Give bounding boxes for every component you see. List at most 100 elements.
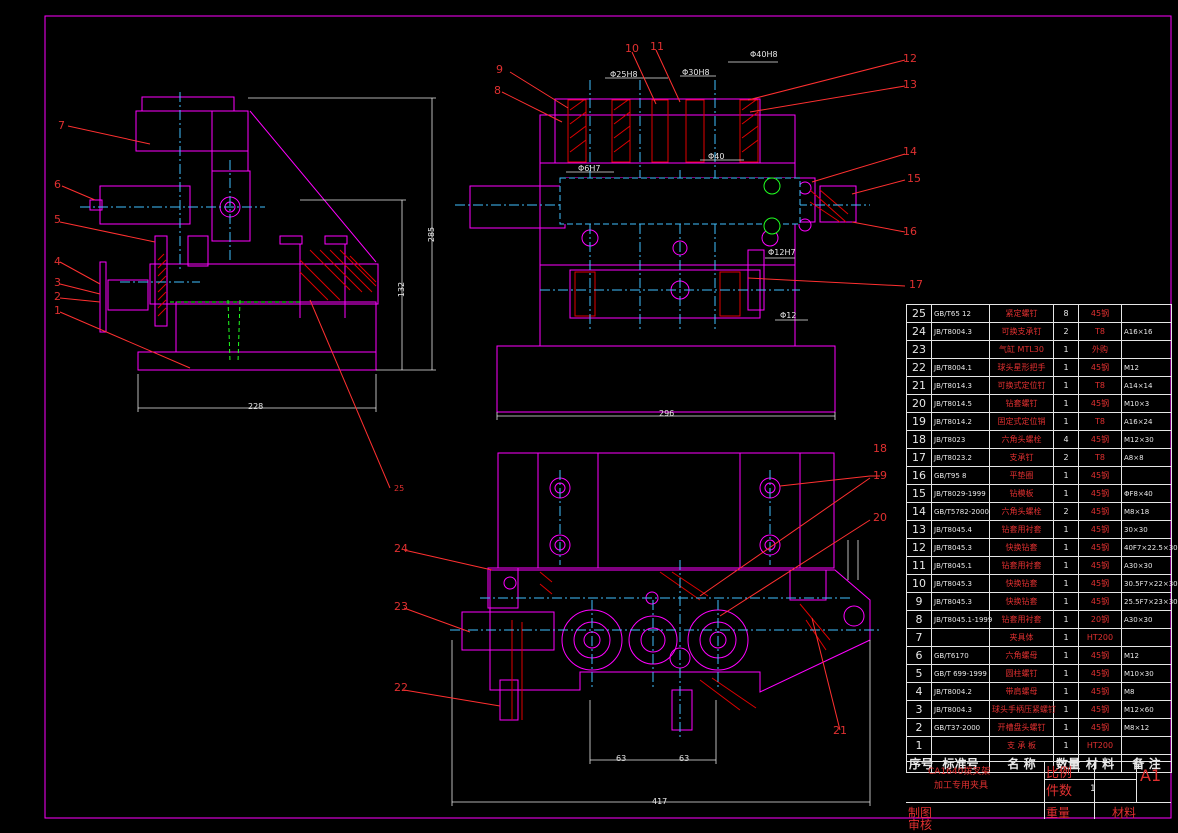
bom-cell-note: M8×12 bbox=[1121, 718, 1172, 737]
bom-cell-qty: 1 bbox=[1053, 646, 1079, 665]
bom-cell-name: 六角头螺栓 bbox=[989, 430, 1054, 449]
bom-cell-name: 可换支承钉 bbox=[989, 322, 1054, 341]
part-label-23: 23 bbox=[394, 600, 408, 613]
part-label-10: 10 bbox=[625, 42, 639, 55]
dim-285: 285 bbox=[427, 226, 437, 243]
bom-cell-qty: 1 bbox=[1053, 412, 1079, 431]
bom-cell-name: 快换钻套 bbox=[989, 538, 1054, 557]
bom-cell-name: 快换钻套 bbox=[989, 592, 1054, 611]
bom-cell-qty: 1 bbox=[1053, 376, 1079, 395]
bom-cell-no: 20 bbox=[906, 394, 932, 413]
bom-cell-name: 钻套用衬套 bbox=[989, 556, 1054, 575]
bom-cell-qty: 2 bbox=[1053, 448, 1079, 467]
part-label-17: 17 bbox=[909, 278, 923, 291]
bom-cell-note: M12 bbox=[1121, 358, 1172, 377]
bom-cell-note: M12×30 bbox=[1121, 430, 1172, 449]
bom-cell-note: 30.5F7×22×30 bbox=[1121, 574, 1178, 593]
bom-cell-qty: 1 bbox=[1053, 682, 1079, 701]
bom-cell-qty: 8 bbox=[1053, 304, 1079, 323]
bom-cell-qty: 1 bbox=[1053, 592, 1079, 611]
dim-phi12: Φ12 bbox=[780, 311, 797, 320]
top-view-centers bbox=[450, 470, 880, 740]
bom-header-no: 序号 bbox=[906, 754, 933, 773]
bom-cell-qty: 1 bbox=[1053, 700, 1079, 719]
bom-cell-name: 气缸 MTL30 bbox=[989, 340, 1054, 359]
bom-cell-no: 21 bbox=[906, 376, 932, 395]
bom-cell-note: A8×8 bbox=[1121, 448, 1172, 467]
dim-296: 296 bbox=[659, 409, 675, 418]
dim-63-right: 63 bbox=[679, 754, 690, 763]
bom-cell-note bbox=[1121, 466, 1172, 485]
bom-cell-qty: 1 bbox=[1053, 718, 1079, 737]
bom-cell-mat: 外购 bbox=[1078, 340, 1122, 359]
side-view-centers bbox=[80, 92, 265, 283]
bom-cell-name: 可换式定位钉 bbox=[989, 376, 1054, 395]
bom-cell-note: 40F7×22.5×30 bbox=[1121, 538, 1178, 557]
bom-cell-mat: 45钢 bbox=[1078, 574, 1122, 593]
bom-cell-note: A16×24 bbox=[1121, 412, 1172, 431]
bom-cell-name: 平垫圈 bbox=[989, 466, 1054, 485]
bom-cell-no: 13 bbox=[906, 520, 932, 539]
bom-cell-name: 球头手柄压紧螺钉 bbox=[989, 700, 1056, 719]
part-label-18: 18 bbox=[873, 442, 887, 455]
part-label-7: 7 bbox=[58, 119, 65, 132]
bom-cell-mat: 45钢 bbox=[1078, 646, 1122, 665]
part-label-24: 24 bbox=[394, 542, 408, 555]
bom-cell-mat: 45钢 bbox=[1078, 538, 1122, 557]
bom-cell-note: M8×18 bbox=[1121, 502, 1172, 521]
bom-cell-no: 2 bbox=[906, 718, 932, 737]
front-view-centers bbox=[455, 80, 870, 330]
bom-cell-qty: 1 bbox=[1053, 556, 1079, 575]
side-view-hidden bbox=[170, 299, 300, 363]
bom-cell-name: 钻模板 bbox=[989, 484, 1054, 503]
bom-header-mat: 材 料 bbox=[1078, 754, 1122, 773]
dim-417: 417 bbox=[652, 797, 668, 806]
part-label-13: 13 bbox=[903, 78, 917, 91]
bom-cell-code: JB/T8029-1999 bbox=[931, 484, 990, 503]
bom-header-note: 备 注 bbox=[1121, 754, 1172, 773]
bom-cell-name: 带肩螺母 bbox=[989, 682, 1054, 701]
bom-cell-no: 17 bbox=[906, 448, 932, 467]
bom-cell-mat: T8 bbox=[1078, 412, 1122, 431]
part-label-8: 8 bbox=[494, 84, 501, 97]
top-view bbox=[461, 452, 871, 731]
bom-cell-name: 六角螺母 bbox=[989, 646, 1054, 665]
bom-cell-no: 18 bbox=[906, 430, 932, 449]
bom-cell-name: 紧定螺钉 bbox=[989, 304, 1054, 323]
bom-cell-note: M10×30 bbox=[1121, 664, 1172, 683]
part-label-15: 15 bbox=[907, 172, 921, 185]
dim-phi30h8: Φ30H8 bbox=[682, 68, 710, 77]
bom-cell-note: A30×30 bbox=[1121, 556, 1172, 575]
bom-cell-mat: 45钢 bbox=[1078, 520, 1122, 539]
count-value: 1 bbox=[1090, 784, 1096, 794]
top-view-sections bbox=[511, 571, 831, 720]
bom-cell-note: A30×30 bbox=[1121, 610, 1172, 629]
dim-63-left: 63 bbox=[616, 754, 627, 763]
bom-cell-mat: 45钢 bbox=[1078, 484, 1122, 503]
side-view-sections bbox=[157, 249, 377, 317]
dim-228: 228 bbox=[248, 402, 264, 411]
bom-cell-qty: 2 bbox=[1053, 322, 1079, 341]
front-view-sections bbox=[567, 99, 849, 317]
bom-cell-mat: 45钢 bbox=[1078, 502, 1122, 521]
bom-cell-mat: T8 bbox=[1078, 322, 1122, 341]
bom-cell-qty: 1 bbox=[1053, 574, 1079, 593]
bom-cell-note bbox=[1121, 628, 1172, 647]
bom-cell-mat: 45钢 bbox=[1078, 358, 1122, 377]
drawing-canvas bbox=[44, 15, 1172, 819]
bom-cell-mat: 45钢 bbox=[1078, 718, 1122, 737]
front-view bbox=[469, 98, 857, 413]
front-view-hidden bbox=[763, 177, 781, 235]
bom-cell-qty: 1 bbox=[1053, 538, 1079, 557]
bom-cell-note bbox=[1121, 340, 1172, 359]
bom-cell-code bbox=[931, 736, 990, 755]
